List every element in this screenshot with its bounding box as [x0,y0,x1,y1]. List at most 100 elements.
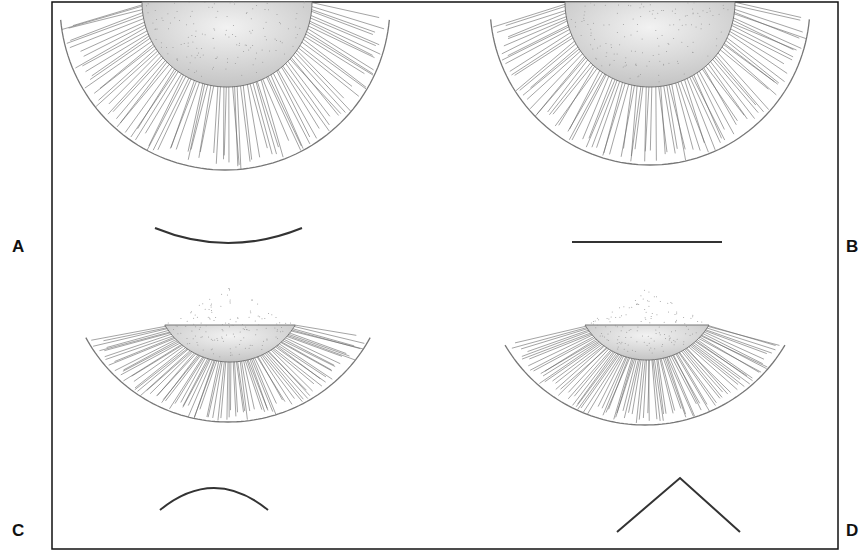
stipple-dot [191,55,192,56]
stipple-dot [161,47,162,48]
stipple-dot [709,24,710,25]
eyelash [667,85,677,148]
eyelash [621,86,634,157]
stipple-dot [249,348,250,349]
eyelash [272,349,314,384]
eyelash [282,67,320,128]
eyelash [689,347,738,390]
stipple-dot [650,348,651,349]
eyelash [312,7,384,29]
stipple-dot [241,75,242,76]
stipple-dot [581,21,582,22]
stipple-dot [268,9,269,10]
stipple-dot [597,325,598,326]
stipple-dot [167,13,168,14]
stipple-dot [262,49,263,50]
stipple-dot [615,325,616,326]
stipple-dot [266,39,267,40]
stipple-dot [250,345,251,346]
stipple-dot [213,28,214,29]
stipple-dot [215,58,216,59]
stipple-dot [668,312,669,313]
eyelash [665,358,686,418]
stipple-dot [237,57,238,58]
stipple-dot [255,334,256,335]
stipple-dot [673,38,674,39]
eyelash [277,71,310,137]
stipple-dot [216,17,217,18]
stipple-dot [209,309,210,310]
eyelash [124,341,178,370]
stipple-dot [202,303,203,304]
stipple-dot [626,332,627,333]
stipple-dot [304,2,305,3]
eyelash [606,358,630,413]
eyelash [183,359,209,407]
stipple-dot [201,322,202,323]
eyelash [153,78,189,150]
stipple-dot [693,13,694,14]
stipple-dot [161,42,162,43]
stipple-dot [626,64,627,65]
stipple-dot [275,50,276,51]
stipple-dot [213,67,214,68]
eyelash [261,80,283,157]
stipple-dot [192,41,193,42]
stipple-dot [214,30,215,31]
eyelash [505,29,569,63]
stipple-dot [195,314,196,315]
stipple-dot [665,338,666,339]
stipple-dot [648,306,649,307]
stipple-dot [671,342,672,343]
stipple-dot [249,31,250,32]
stipple-dot [587,24,588,25]
stipple-dot [227,16,228,17]
eyelash [308,29,374,70]
eyelash [632,360,641,414]
stipple-dot [255,321,256,322]
stipple-dot [184,43,185,44]
stipple-dot [170,22,171,23]
stipple-dot [646,65,647,66]
stipple-dot [189,2,190,3]
stipple-dot [627,351,628,352]
eyelash [290,333,347,354]
eyelash [278,345,326,377]
stipple-dot [696,26,697,27]
stipple-dot [186,24,187,25]
eyelash [508,13,566,37]
stipple-dot [685,333,686,334]
stipple-dot [239,354,240,355]
stipple-dot [266,340,267,341]
stipple-dot [177,11,178,12]
eyelash [138,349,188,391]
stipple-dot [675,330,676,331]
stipple-dot [239,43,240,44]
eyelash [522,333,591,359]
eyelash [669,85,685,150]
eyelash [84,25,146,56]
eyelash [552,344,602,381]
eyelash [560,348,607,389]
stipple-dot [261,349,262,350]
frame-border [52,2,838,549]
stipple-dot [155,29,156,30]
stipple-dot [624,349,625,350]
stipple-dot [593,323,594,324]
stipple-dot [233,325,234,326]
stipple-dot [205,34,206,35]
eyelash [62,6,142,29]
eyelash [135,72,178,140]
stipple-dot [611,316,612,317]
stipple-dot [723,8,724,9]
stipple-dot [265,9,266,10]
stipple-dot [179,20,180,21]
stipple-dot [669,338,670,339]
stipple-dot [596,59,597,60]
eyelash [657,359,664,414]
eyelash [708,64,747,119]
stipple-dot [643,298,644,299]
stipple-dot [232,354,233,355]
stipple-dot [683,341,684,342]
